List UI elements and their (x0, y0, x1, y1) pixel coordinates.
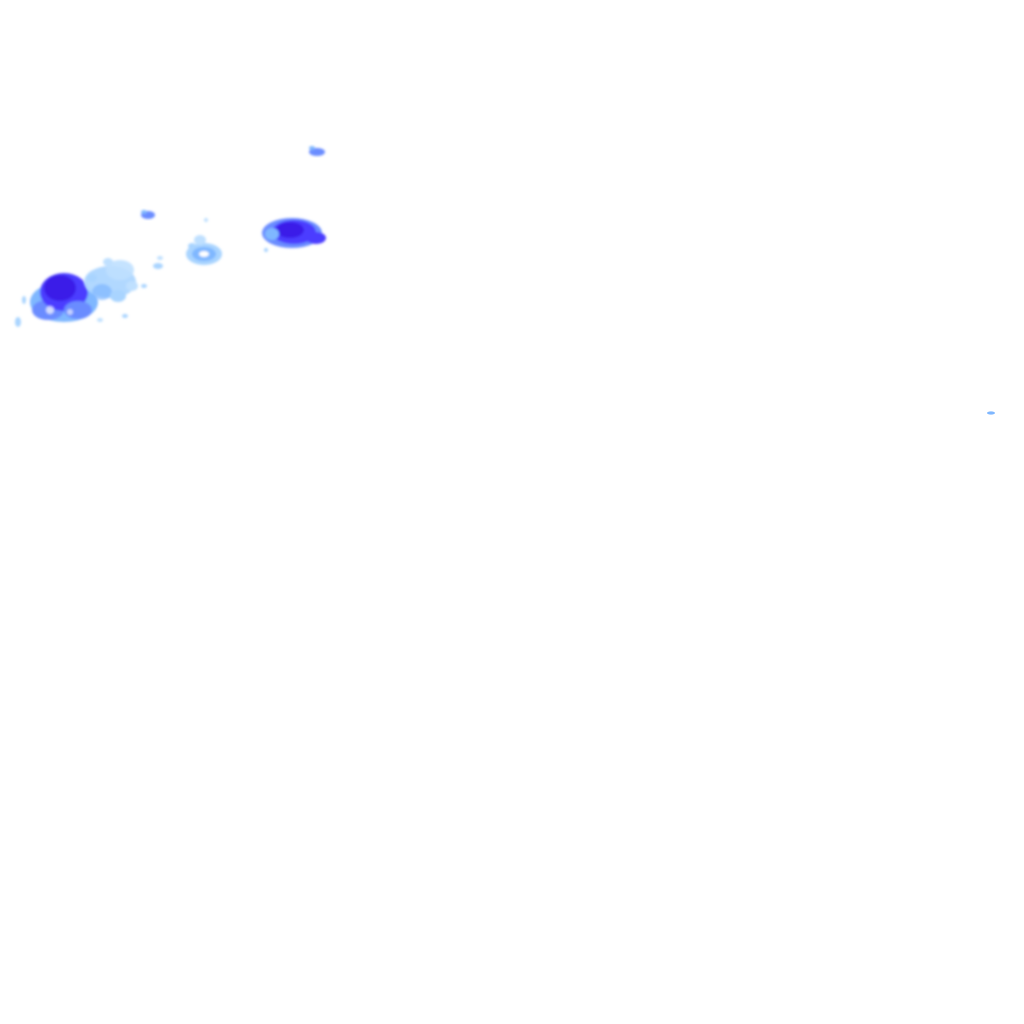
precip-cell-ring (186, 218, 222, 265)
precip-band-light (84, 256, 163, 322)
precip-cell-north (309, 146, 325, 156)
precip-cell-small (141, 210, 155, 219)
precip-cell-west (15, 273, 98, 327)
precip-speck-east (987, 411, 995, 415)
precip-cell-central (262, 218, 326, 252)
